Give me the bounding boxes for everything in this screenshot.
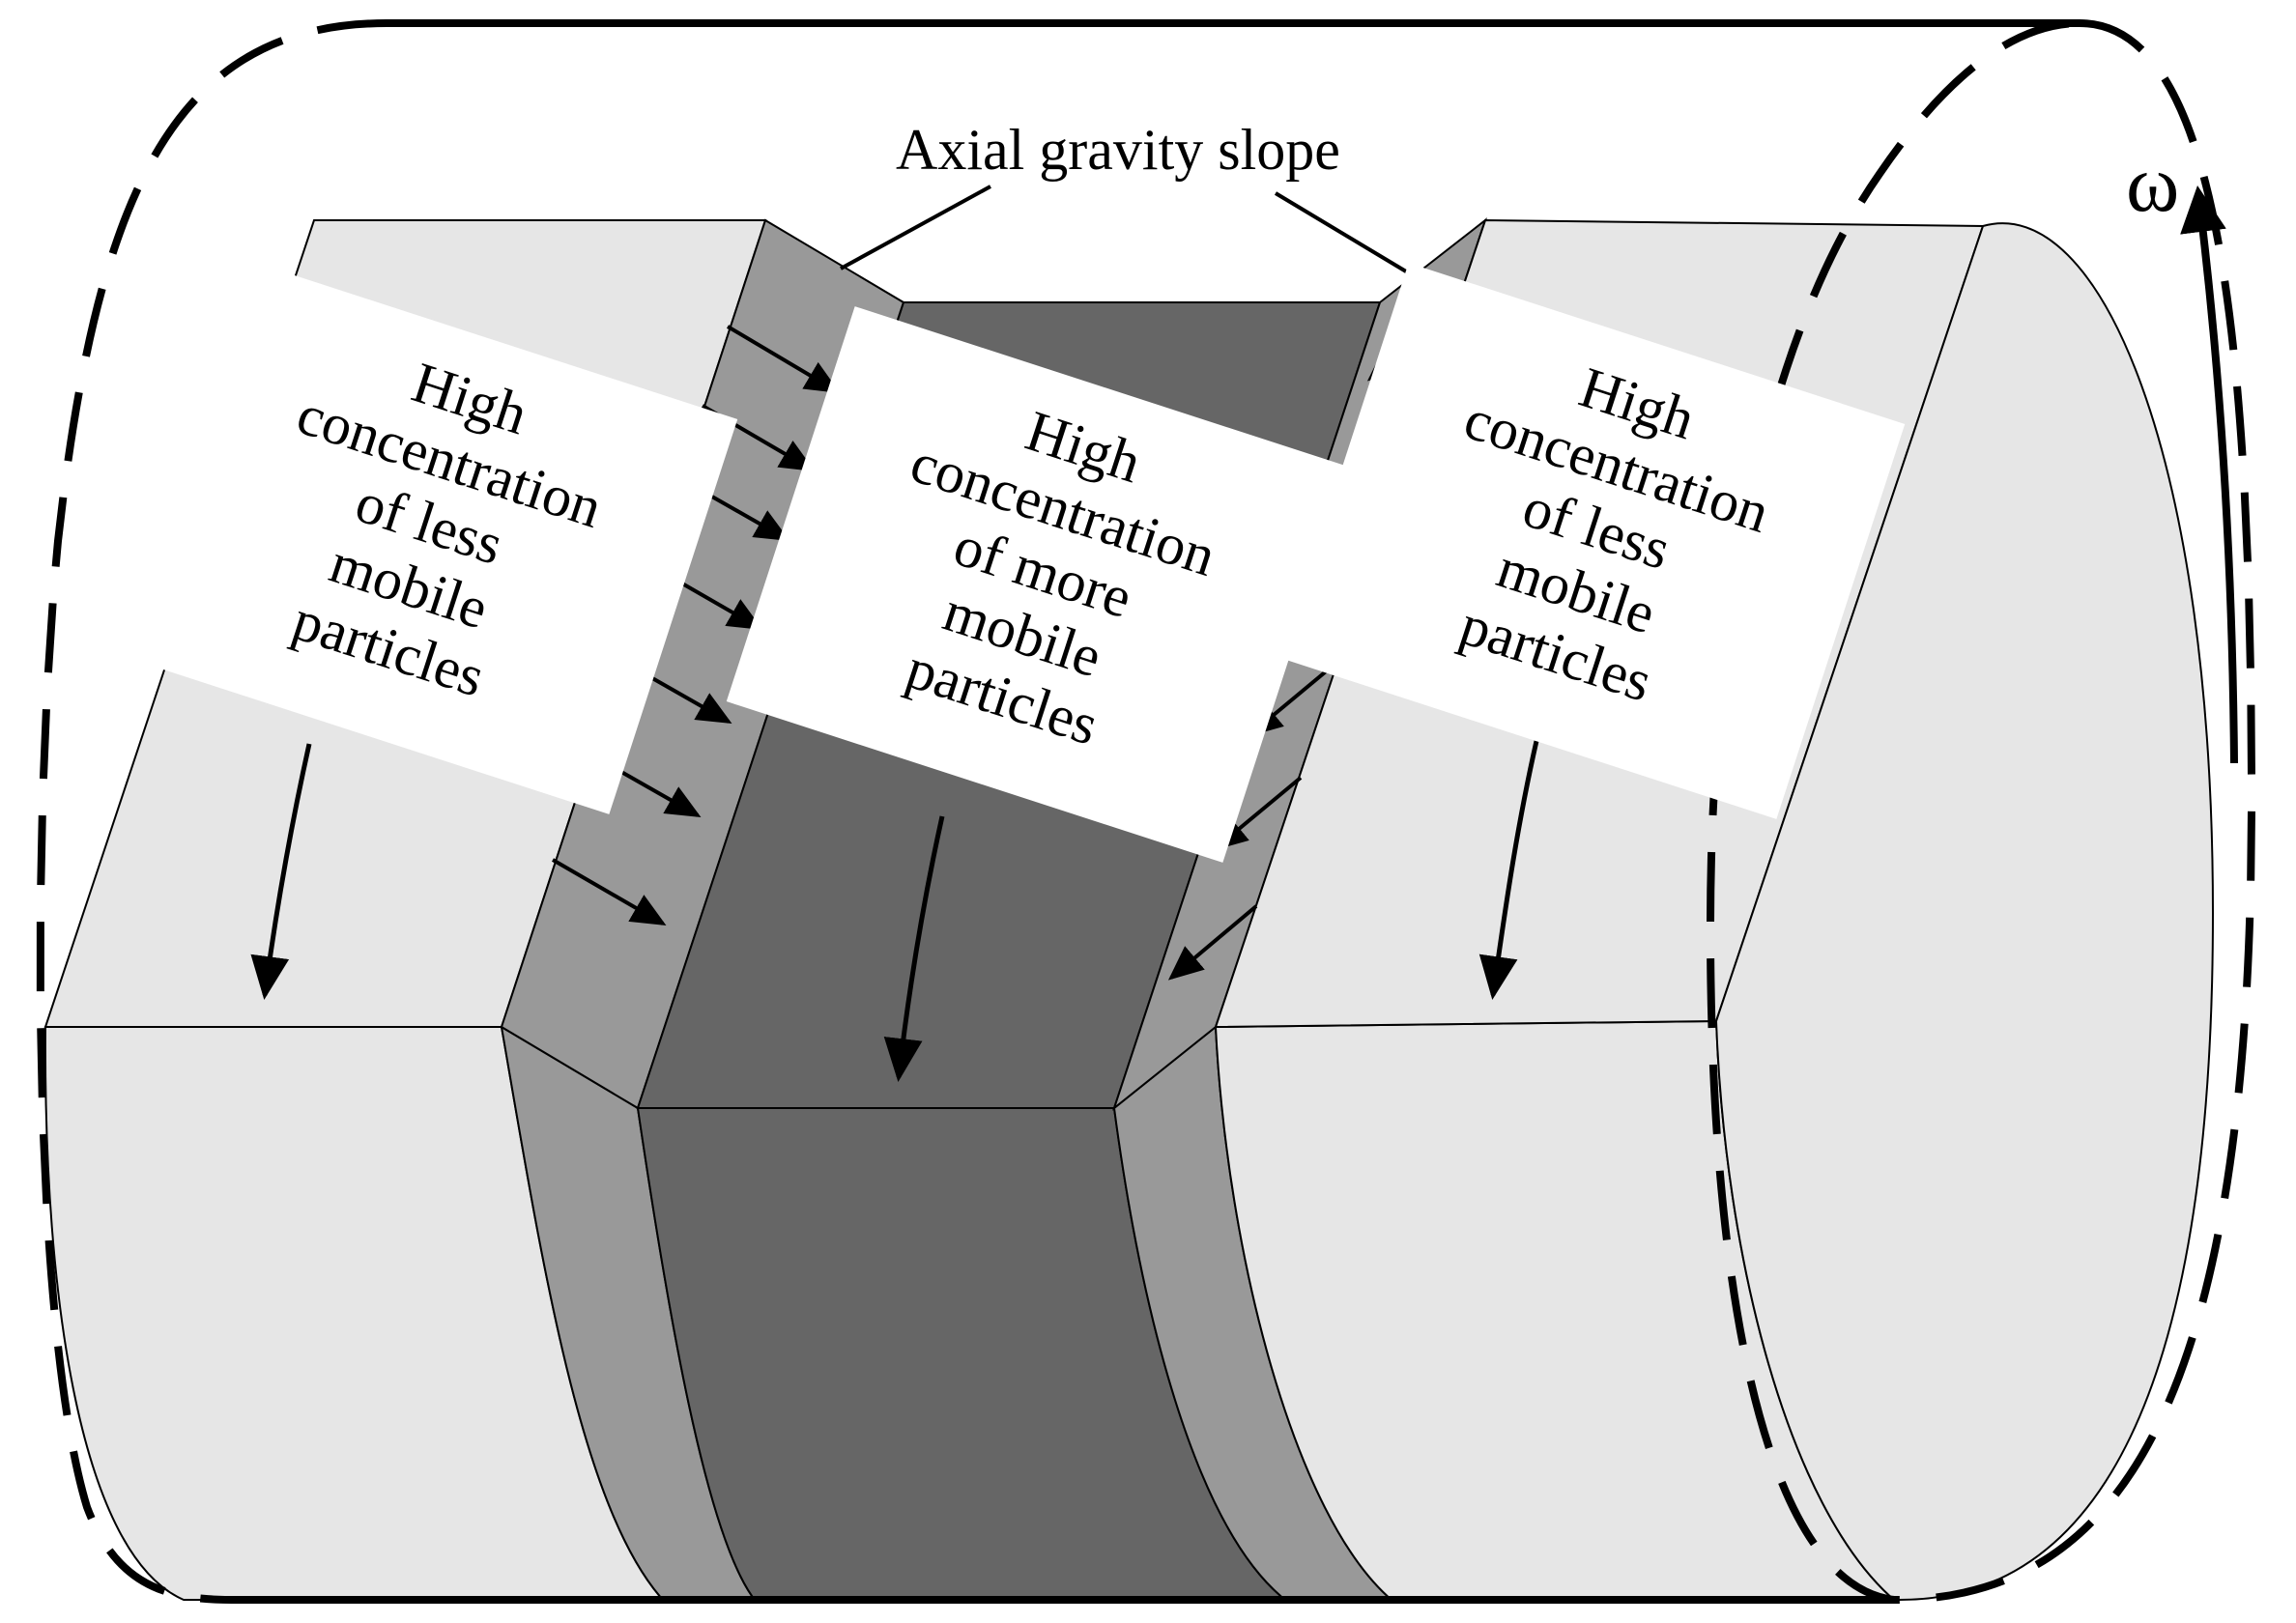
slope-leader-line-left: [840, 185, 991, 270]
axial-gravity-slope-label: Axial gravity slope: [896, 118, 1340, 182]
drum-outline-dashed: [36, 19, 387, 1604]
drum-end-dashed-ellipse: [1706, 19, 2256, 1605]
label-box-right: High concentration of less mobile partic…: [1279, 263, 1906, 819]
down-arrow-left: [250, 743, 312, 1000]
slope-arrow: [1167, 904, 1258, 981]
slope-arrow: [726, 325, 841, 394]
label-box-left: High concentration of less mobile partic…: [112, 258, 738, 814]
end-cap-right: [1714, 222, 2215, 1602]
slope-leader-line-right: [1274, 191, 1418, 279]
omega-symbol: ω: [2126, 139, 2179, 229]
slope-arrow: [551, 858, 667, 926]
rotation-direction-arrow: [2180, 185, 2238, 764]
down-arrow-right: [1478, 740, 1539, 1000]
label-box-center: High concentration of more mobile partic…: [726, 306, 1352, 863]
down-arrow-center: [883, 815, 945, 1082]
